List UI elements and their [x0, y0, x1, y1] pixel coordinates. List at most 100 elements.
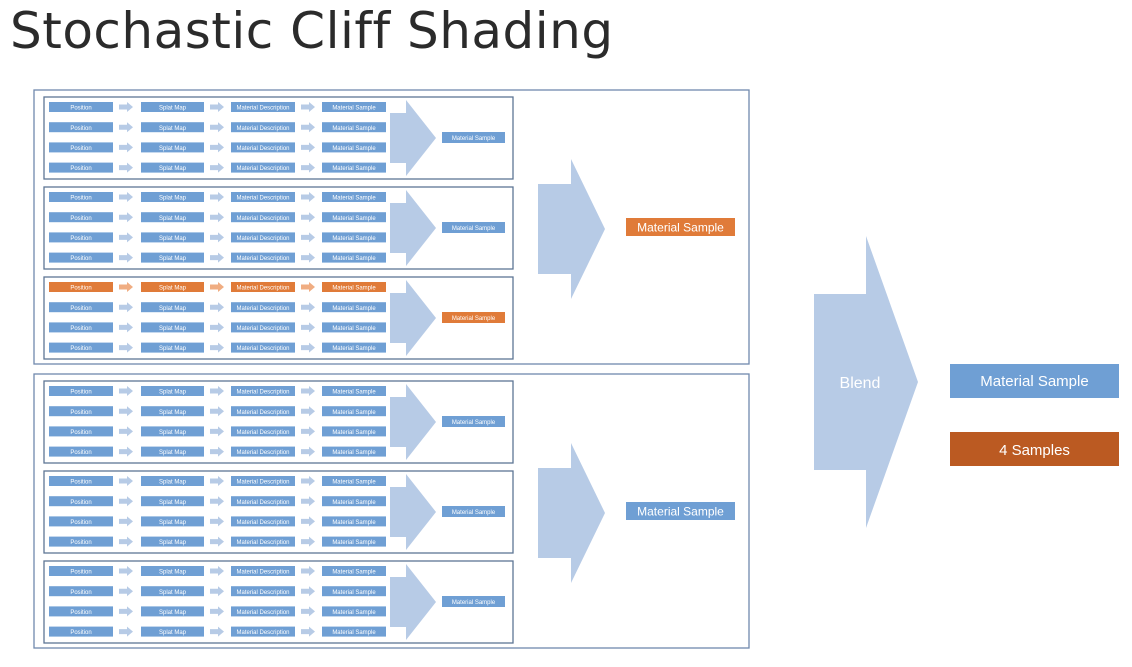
step-arrow	[301, 302, 315, 313]
step-label: Material Description	[236, 590, 289, 596]
group-frame	[43, 276, 514, 360]
step-box	[141, 446, 204, 457]
step-box	[322, 162, 386, 173]
step-label: Splat Map	[159, 390, 187, 396]
step-label: Splat Map	[159, 540, 187, 546]
step-box	[231, 586, 295, 597]
step-label: Material Sample	[332, 146, 376, 152]
step-box	[49, 142, 113, 153]
step-label: Position	[70, 590, 91, 596]
step-box	[49, 516, 113, 527]
step-box	[49, 252, 113, 263]
step-arrow	[119, 426, 133, 437]
step-box	[49, 426, 113, 437]
step-box	[141, 606, 204, 617]
step-box	[49, 122, 113, 133]
step-box	[231, 342, 295, 353]
group-frame	[43, 560, 514, 644]
step-box	[49, 586, 113, 597]
quad-output-label: Material Sample	[637, 221, 724, 235]
step-box	[231, 536, 295, 547]
step-box	[231, 626, 295, 637]
step-box	[141, 102, 204, 112]
step-label: Material Sample	[332, 520, 376, 526]
step-box	[322, 122, 386, 133]
step-arrow	[301, 192, 315, 202]
step-label: Position	[70, 166, 91, 172]
group-output-box	[442, 416, 505, 427]
step-label: Material Sample	[332, 500, 376, 506]
step-arrow	[301, 476, 315, 486]
step-label: Material Description	[236, 450, 289, 456]
step-label: Splat Map	[159, 256, 187, 262]
step-label: Material Description	[236, 106, 289, 112]
step-box	[49, 282, 113, 292]
step-label: Splat Map	[159, 570, 187, 576]
step-box	[322, 386, 386, 396]
step-arrow	[119, 476, 133, 486]
step-arrow	[210, 232, 224, 243]
step-arrow	[210, 282, 224, 292]
step-label: Material Sample	[332, 570, 376, 576]
step-label: Position	[70, 540, 91, 546]
step-label: Splat Map	[159, 480, 187, 486]
step-label: Position	[70, 216, 91, 222]
step-label: Material Description	[236, 500, 289, 506]
step-arrow	[301, 446, 315, 457]
step-arrow	[301, 102, 315, 112]
step-box	[322, 606, 386, 617]
group-output-box	[442, 312, 505, 323]
quad-frame	[33, 373, 750, 649]
step-arrow	[301, 426, 315, 437]
step-box	[141, 496, 204, 507]
step-label: Splat Map	[159, 216, 187, 222]
step-arrow	[210, 142, 224, 153]
step-label: Material Sample	[332, 430, 376, 436]
step-box	[322, 426, 386, 437]
group-frame	[43, 96, 514, 180]
step-arrow	[301, 516, 315, 527]
step-arrow	[210, 322, 224, 333]
step-box	[141, 162, 204, 173]
step-label: Material Description	[236, 256, 289, 262]
step-arrow	[210, 566, 224, 576]
step-arrow	[301, 162, 315, 173]
step-box	[141, 566, 204, 576]
step-box	[322, 342, 386, 353]
step-arrow	[210, 426, 224, 437]
step-label: Material Sample	[332, 256, 376, 262]
samples-count-box	[950, 432, 1119, 466]
step-label: Material Description	[236, 430, 289, 436]
step-arrow	[119, 626, 133, 637]
step-box	[141, 342, 204, 353]
step-box	[231, 406, 295, 417]
step-box	[322, 102, 386, 112]
step-box	[231, 516, 295, 527]
step-label: Material Sample	[332, 450, 376, 456]
group-merge-arrow	[390, 384, 436, 460]
step-label: Position	[70, 286, 91, 292]
step-box	[141, 426, 204, 437]
step-label: Material Sample	[332, 286, 376, 292]
step-arrow	[119, 162, 133, 173]
step-label: Position	[70, 610, 91, 616]
step-arrow	[301, 536, 315, 547]
step-label: Position	[70, 256, 91, 262]
step-box	[141, 476, 204, 486]
step-box	[141, 516, 204, 527]
step-label: Material Description	[236, 346, 289, 352]
step-arrow	[301, 606, 315, 617]
step-arrow	[119, 496, 133, 507]
step-box	[231, 212, 295, 223]
